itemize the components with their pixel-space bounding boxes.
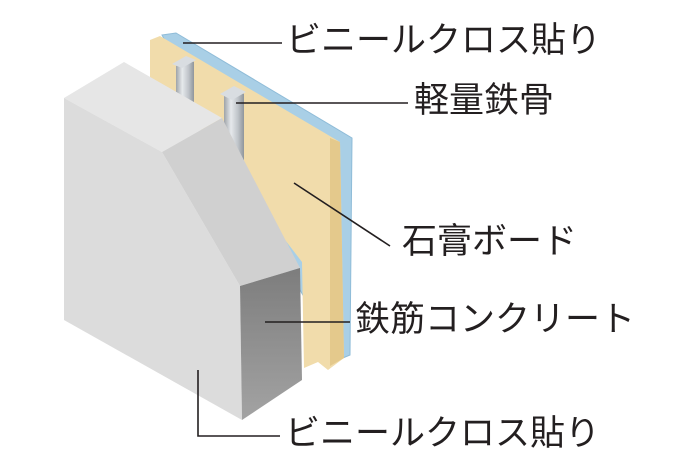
label-gypsum-board: 石膏ボード: [402, 222, 578, 262]
steel-stud-1-top: [172, 56, 196, 68]
leader-vinyl-bottom: [197, 370, 280, 437]
leader-lines: [183, 42, 408, 437]
label-vinyl-cloth-bottom: ビニールクロス貼り: [285, 414, 601, 454]
concrete-top-face: [64, 62, 222, 152]
concrete-bevel-face: [162, 118, 300, 286]
concrete-front-face: [64, 98, 242, 420]
gypsum-board-edge: [330, 138, 344, 366]
steel-stud-2-top: [220, 86, 246, 100]
leader-gypsum-board: [293, 182, 391, 247]
label-reinforced-concrete: 鉄筋コンクリート: [355, 300, 636, 340]
label-light-steel: 軽量鉄骨: [414, 81, 555, 121]
label-vinyl-cloth-top: ビニールクロス貼り: [286, 21, 602, 61]
concrete-side-face: [240, 268, 302, 420]
